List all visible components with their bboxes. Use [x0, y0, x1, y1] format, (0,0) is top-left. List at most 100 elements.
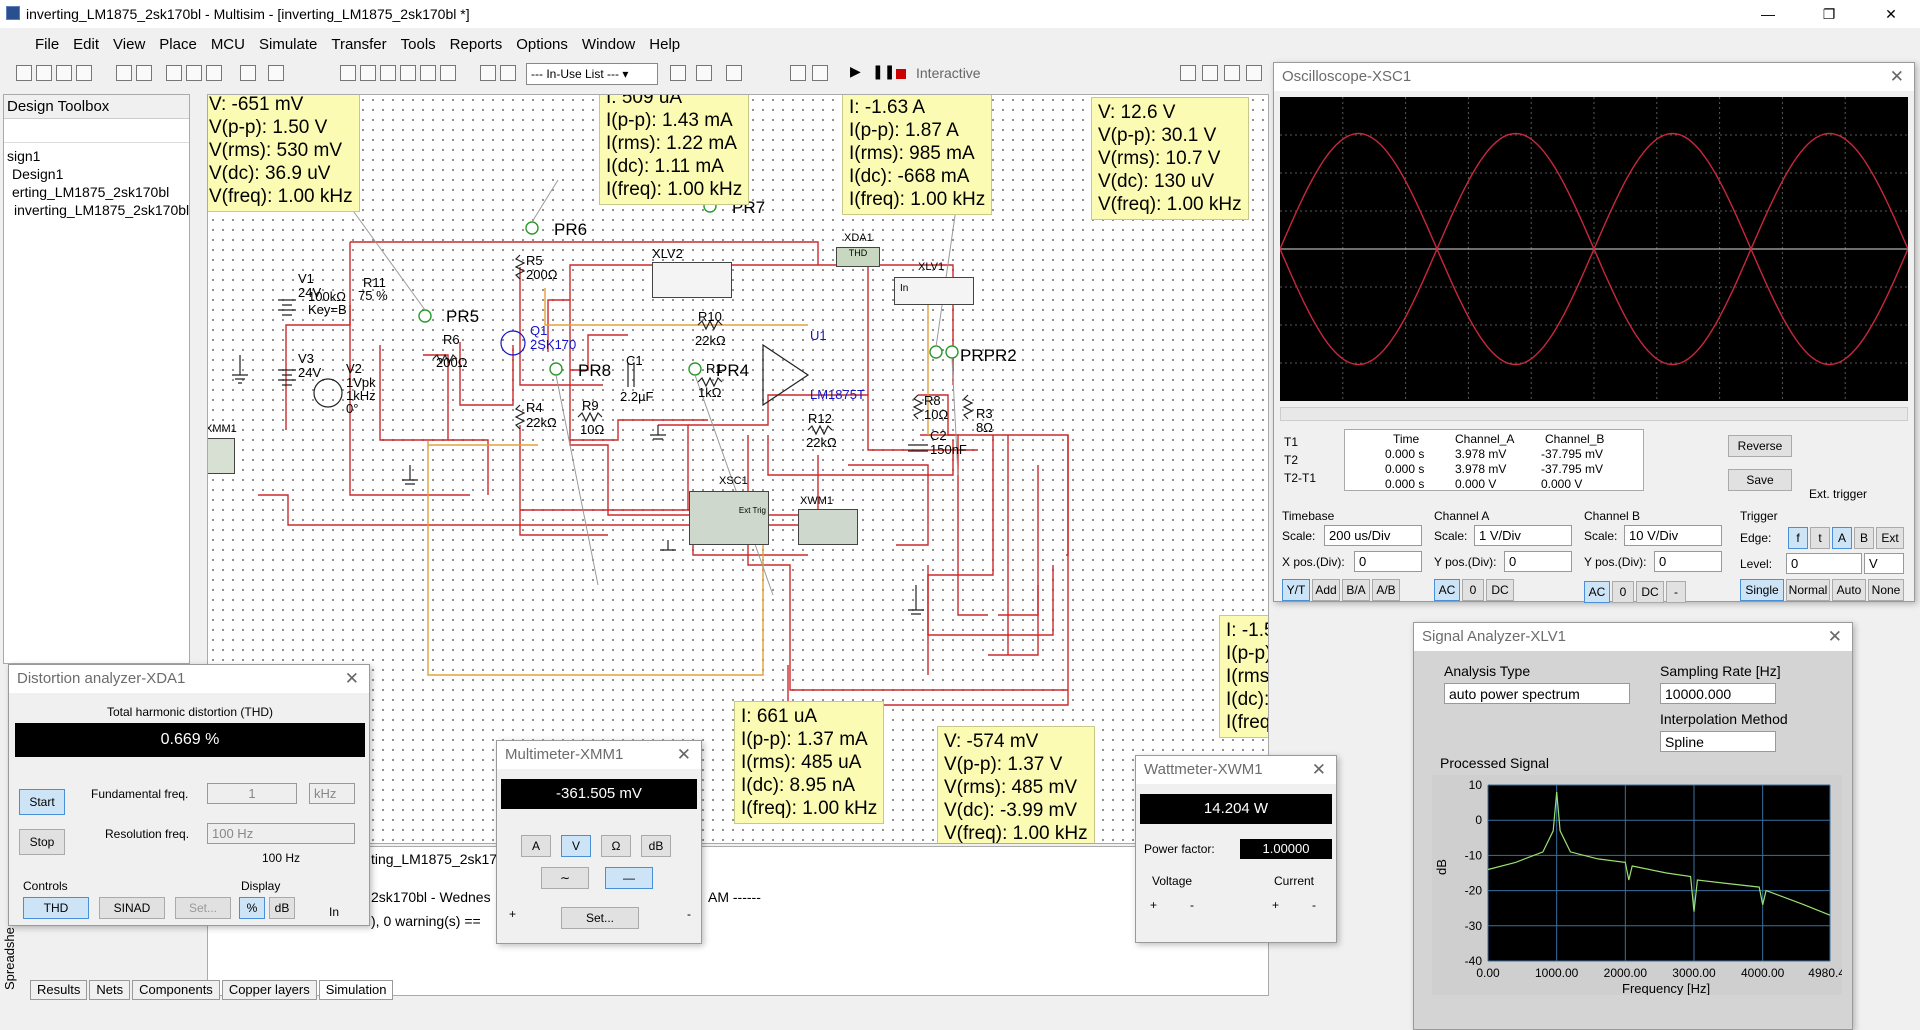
- toggle-page-icon[interactable]: [360, 65, 376, 81]
- xlv1-instrument[interactable]: In: [894, 277, 974, 305]
- analysis-type-field[interactable]: auto power spectrum: [1444, 683, 1630, 704]
- run-icon[interactable]: ▶: [850, 63, 861, 79]
- copy-icon[interactable]: [186, 65, 202, 81]
- tree-item[interactable]: inverting_LM1875_2sk170bl: [14, 202, 189, 218]
- channel-b-minus-button[interactable]: -: [1666, 581, 1686, 603]
- fundamental-field[interactable]: 1: [207, 783, 297, 804]
- channel-a-ypos-field[interactable]: 0: [1504, 551, 1572, 572]
- close-icon[interactable]: ✕: [676, 745, 691, 764]
- add-button[interactable]: Add: [1312, 579, 1340, 601]
- tab-results[interactable]: Results: [30, 980, 88, 1000]
- scope-scrollbar[interactable]: [1280, 407, 1908, 421]
- percent-button[interactable]: %: [239, 897, 265, 919]
- edge-falling-button[interactable]: t: [1810, 527, 1830, 549]
- ba-button[interactable]: B/A: [1342, 579, 1370, 601]
- ohmmeter-button[interactable]: Ω: [601, 835, 631, 857]
- stop-icon[interactable]: [896, 69, 906, 79]
- zoom-area-icon[interactable]: [1224, 65, 1240, 81]
- trigger-auto-button[interactable]: Auto: [1832, 579, 1866, 601]
- tree-item[interactable]: Design1: [12, 166, 64, 182]
- menu-place[interactable]: Place: [159, 35, 197, 53]
- voltmeter-button[interactable]: V: [561, 835, 591, 857]
- tree-item[interactable]: sign1: [7, 148, 41, 164]
- trigger-level-field[interactable]: 0: [1786, 553, 1862, 574]
- channel-b-scale-field[interactable]: 10 V/Div: [1624, 525, 1722, 546]
- trigger-a-button[interactable]: A: [1832, 527, 1852, 549]
- minimize-button[interactable]: —: [1761, 6, 1775, 22]
- tab-copper-layers[interactable]: Copper layers: [221, 980, 317, 1000]
- ac-icon[interactable]: ∼: [541, 867, 589, 889]
- save-icon[interactable]: [76, 65, 92, 81]
- find-icon[interactable]: [790, 65, 806, 81]
- db-button[interactable]: dB: [269, 897, 295, 919]
- trigger-b-button[interactable]: B: [1854, 527, 1874, 549]
- new-icon[interactable]: [16, 65, 32, 81]
- multimeter-set-button[interactable]: Set...: [561, 907, 639, 929]
- trigger-ext-button[interactable]: Ext: [1876, 527, 1904, 549]
- xda1-instrument[interactable]: THD: [836, 247, 880, 267]
- back-annotate-icon[interactable]: [480, 65, 496, 81]
- xwm1-instrument[interactable]: [798, 509, 858, 545]
- start-button[interactable]: Start: [19, 789, 65, 815]
- tab-components[interactable]: Components: [132, 980, 220, 1000]
- channel-b-ac-button[interactable]: AC: [1584, 581, 1610, 603]
- open-sample-icon[interactable]: [56, 65, 72, 81]
- resolution-dropdown[interactable]: 100 Hz: [207, 823, 355, 844]
- menu-window[interactable]: Window: [581, 35, 636, 53]
- channel-b-zero-button[interactable]: 0: [1612, 581, 1634, 603]
- channel-a-dc-button[interactable]: DC: [1486, 579, 1514, 601]
- menu-mcu[interactable]: MCU: [210, 35, 245, 53]
- ab-button[interactable]: A/B: [1372, 579, 1400, 601]
- thd-button[interactable]: THD: [23, 897, 89, 919]
- dc-icon[interactable]: —: [605, 867, 653, 889]
- ammeter-button[interactable]: A: [521, 835, 551, 857]
- close-icon[interactable]: ✕: [1311, 760, 1326, 779]
- fundamental-unit[interactable]: kHz: [309, 783, 355, 804]
- interpolation-field[interactable]: Spline: [1660, 731, 1776, 752]
- sampling-rate-field[interactable]: 10000.000: [1660, 683, 1776, 704]
- zoom-out-icon[interactable]: [1202, 65, 1218, 81]
- close-button[interactable]: ✕: [1885, 6, 1897, 22]
- edge-rising-button[interactable]: f: [1788, 527, 1808, 549]
- timebase-scale-field[interactable]: 200 us/Div: [1324, 525, 1422, 546]
- tab-nets[interactable]: Nets: [89, 980, 131, 1000]
- yt-button[interactable]: Y/T: [1282, 579, 1310, 601]
- help-icon[interactable]: [812, 65, 828, 81]
- menu-reports[interactable]: Reports: [449, 35, 503, 53]
- schematic-canvas[interactable]: THD In Ext Trig XLV2 XDA1 XLV1 XMM1 XSC1…: [207, 94, 1269, 844]
- xmm1-instrument[interactable]: [208, 438, 235, 474]
- database-icon[interactable]: [420, 65, 436, 81]
- close-icon[interactable]: ✕: [1889, 67, 1904, 86]
- trigger-none-button[interactable]: None: [1868, 579, 1904, 601]
- component-wizard-icon[interactable]: [440, 65, 456, 81]
- menu-options[interactable]: Options: [516, 35, 568, 53]
- undo-icon[interactable]: [240, 65, 256, 81]
- save-button[interactable]: Save: [1728, 469, 1792, 491]
- zoom-fit-icon[interactable]: [1246, 65, 1262, 81]
- menu-view[interactable]: View: [113, 35, 146, 53]
- redo-icon[interactable]: [268, 65, 284, 81]
- menu-tools[interactable]: Tools: [400, 35, 436, 53]
- trigger-level-unit[interactable]: V: [1864, 553, 1904, 574]
- cut-icon[interactable]: [166, 65, 182, 81]
- close-icon[interactable]: ✕: [344, 669, 359, 688]
- close-icon[interactable]: ✕: [1827, 627, 1842, 646]
- forward-annotate-icon[interactable]: [500, 65, 516, 81]
- menu-edit[interactable]: Edit: [73, 35, 100, 53]
- paste-icon[interactable]: [206, 65, 222, 81]
- tab-simulation[interactable]: Simulation: [318, 980, 394, 1000]
- channel-a-zero-button[interactable]: 0: [1462, 579, 1484, 601]
- grapher-icon[interactable]: [400, 65, 416, 81]
- interactive-label[interactable]: Interactive: [916, 65, 981, 81]
- channel-a-ac-button[interactable]: AC: [1434, 579, 1460, 601]
- trigger-normal-button[interactable]: Normal: [1786, 579, 1830, 601]
- stop-button[interactable]: Stop: [19, 829, 65, 855]
- menu-file[interactable]: File: [35, 35, 60, 53]
- channel-b-dc-button[interactable]: DC: [1636, 581, 1664, 603]
- channel-a-scale-field[interactable]: 1 V/Div: [1474, 525, 1572, 546]
- reverse-button[interactable]: Reverse: [1728, 435, 1792, 457]
- decibel-button[interactable]: dB: [641, 835, 671, 857]
- menu-help[interactable]: Help: [649, 35, 681, 53]
- xsc1-instrument[interactable]: Ext Trig: [689, 491, 769, 545]
- set-button[interactable]: Set...: [175, 897, 231, 919]
